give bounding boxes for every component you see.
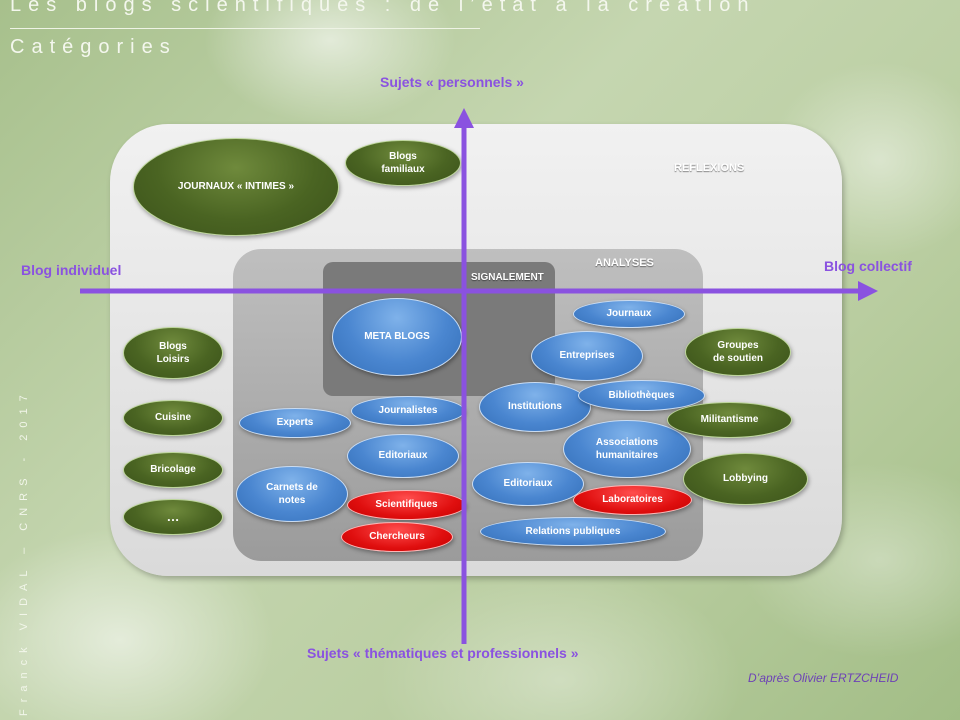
bubble-laboratoires: Laboratoires bbox=[573, 485, 692, 515]
bubble-militantisme: Militantisme bbox=[667, 402, 792, 438]
axis-label-left: Blog individuel bbox=[21, 262, 122, 278]
bubble-ellipsis: … bbox=[123, 499, 223, 535]
source-note: D’après Olivier ERTZCHEID bbox=[748, 671, 899, 685]
bubble-bricolage: Bricolage bbox=[123, 452, 223, 488]
bubble-journaux-intimes: JOURNAUX « INTIMES » bbox=[133, 138, 339, 236]
bubble-entreprises: Entreprises bbox=[531, 331, 643, 381]
bubble-journalistes: Journalistes bbox=[351, 396, 465, 426]
slide-title: Les blogs scientifiques : de l’état à la… bbox=[10, 0, 756, 16]
bubble-journaux: Journaux bbox=[573, 300, 685, 328]
bubble-bibliotheques: Bibliothèques bbox=[578, 380, 705, 411]
bubble-blogs-familiaux: Blogs familiaux bbox=[345, 140, 461, 186]
reflexions-label: REFLEXIONS bbox=[674, 162, 745, 174]
author-credit: Franck VIDAL – CNRS - 2017 bbox=[18, 388, 30, 716]
bubble-lobbying: Lobbying bbox=[683, 453, 808, 505]
axis-label-right: Blog collectif bbox=[824, 258, 912, 274]
bubble-relations-publiques: Relations publiques bbox=[480, 517, 666, 546]
analyses-label: ANALYSES bbox=[595, 257, 654, 269]
axis-label-top: Sujets « personnels » bbox=[380, 74, 524, 90]
bubble-editoriaux-right: Editoriaux bbox=[472, 462, 584, 506]
title-underline bbox=[10, 28, 480, 29]
bubble-experts: Experts bbox=[239, 408, 351, 438]
bubble-cuisine: Cuisine bbox=[123, 400, 223, 436]
slide-subtitle: Catégories bbox=[10, 36, 177, 58]
bubble-meta-blogs: META BLOGS bbox=[332, 298, 462, 376]
bubble-groupes-de-soutien: Groupes de soutien bbox=[685, 328, 791, 376]
bubble-editoriaux-left: Editoriaux bbox=[347, 434, 459, 478]
bubble-carnets-de-notes: Carnets de notes bbox=[236, 466, 348, 522]
bubble-institutions: Institutions bbox=[479, 382, 591, 432]
signalement-label: SIGNALEMENT bbox=[471, 272, 544, 283]
bubble-blogs-loisirs: Blogs Loisirs bbox=[123, 327, 223, 379]
bubble-scientifiques: Scientifiques bbox=[347, 490, 466, 520]
axis-label-bottom: Sujets « thématiques et professionnels » bbox=[307, 645, 579, 661]
bubble-chercheurs: Chercheurs bbox=[341, 522, 453, 552]
bubble-associations-humanitaires: Associations humanitaires bbox=[563, 420, 691, 478]
